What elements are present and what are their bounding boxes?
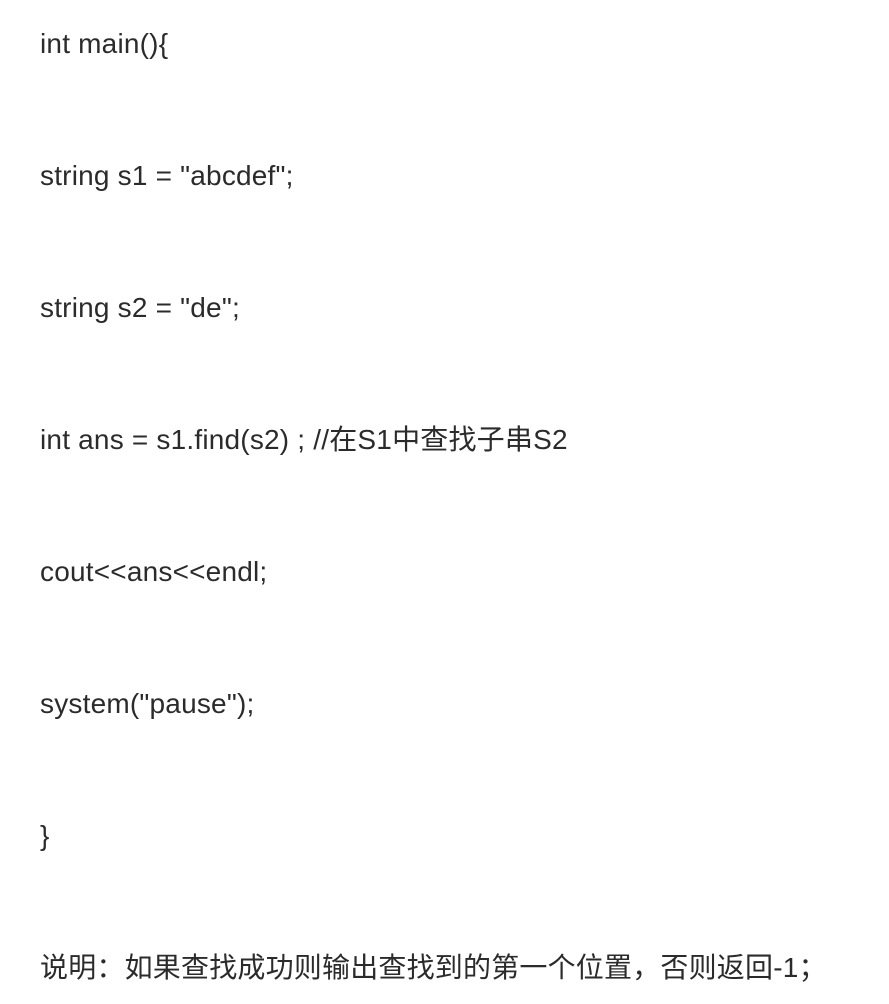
code-line-cout: cout<<ans<<endl; [40, 556, 268, 587]
code-line-main-open: int main(){ [40, 28, 169, 59]
code-line-string-s2: string s2 = "de"; [40, 292, 240, 323]
note-line-explanation: 说明：如果查找成功则输出查找到的第一个位置，否则返回-1； [40, 952, 827, 983]
code-line-system-pause: system("pause"); [40, 688, 255, 719]
code-line-find: int ans = s1.find(s2) ; //在S1中查找子串S2 [40, 424, 568, 455]
code-line-main-close: } [40, 820, 50, 851]
code-line-string-s1: string s1 = "abcdef"; [40, 160, 294, 191]
